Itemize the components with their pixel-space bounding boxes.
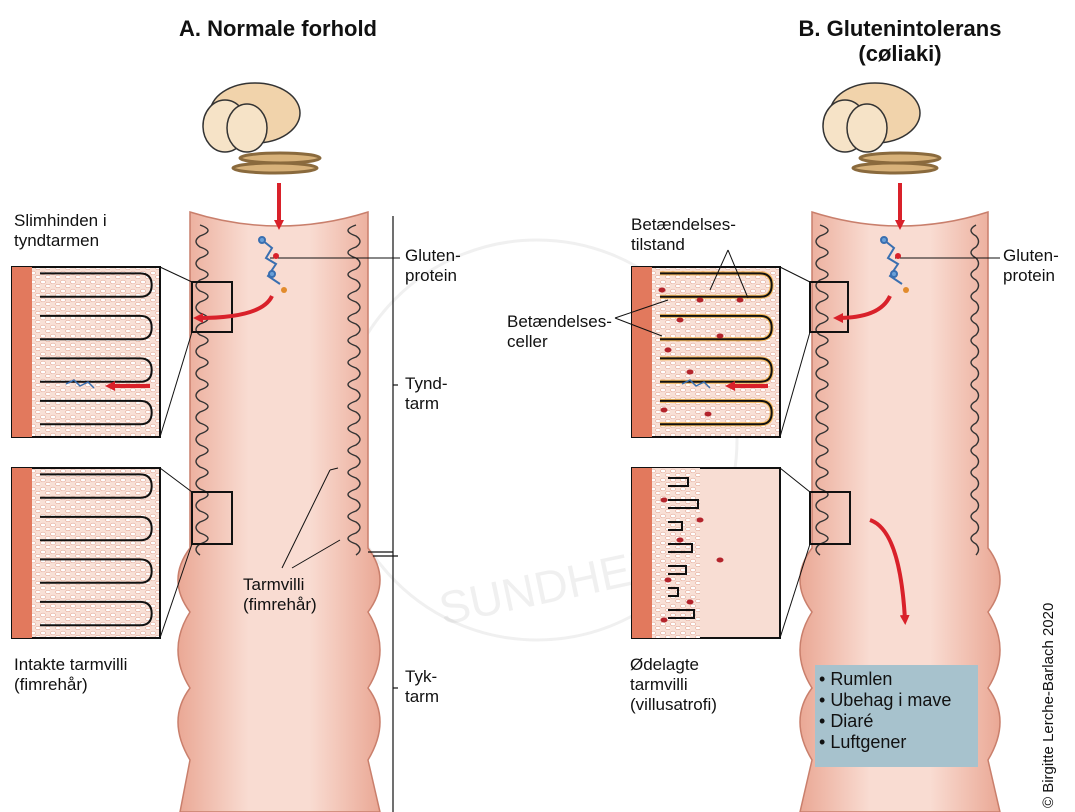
- panel-a-title: A. Normale forhold: [150, 16, 406, 41]
- label-large-intestine-line1: Tyk-: [405, 667, 439, 687]
- label-intact-villi-line1: Intakte tarmvilli: [14, 655, 127, 675]
- label-large-intestine: Tyk- tarm: [405, 667, 439, 707]
- label-inflammation-cells: Betændelses- celler: [507, 312, 612, 352]
- label-gluten-b: Gluten- protein: [1003, 246, 1059, 286]
- label-damaged-villi: Ødelagte tarmvilli (villusatrofi): [630, 655, 717, 715]
- label-damaged-villi-line1: Ødelagte: [630, 655, 717, 675]
- label-mucosa: Slimhinden i tyndtarmen: [14, 211, 107, 251]
- inflammation-cell: [697, 298, 704, 303]
- inflammation-cell: [665, 578, 672, 583]
- inset-upper-b: [632, 267, 780, 437]
- label-gluten-a-line1: Gluten-: [405, 246, 461, 266]
- label-mucosa-line1: Slimhinden i: [14, 211, 107, 231]
- symptom-item: Luftgener: [819, 732, 978, 753]
- inflammation-cell: [665, 348, 672, 353]
- label-damaged-villi-line3: (villusatrofi): [630, 695, 717, 715]
- symptoms-box: Rumlen Ubehag i mave Diaré Luftgener: [815, 665, 978, 767]
- inflammation-cell: [687, 370, 694, 375]
- label-inflammation-line2: tilstand: [631, 235, 736, 255]
- inflammation-cell: [661, 408, 668, 413]
- inflammation-cell: [659, 288, 666, 293]
- inset-upper-a: [12, 267, 160, 437]
- symptom-item: Rumlen: [819, 669, 978, 690]
- inflammation-cell: [717, 334, 724, 339]
- label-intact-villi-line2: (fimrehår): [14, 675, 127, 695]
- inflammation-cell: [687, 600, 694, 605]
- label-small-intestine-line1: Tynd-: [405, 374, 448, 394]
- label-inflammation-cells-line2: celler: [507, 332, 612, 352]
- bread-icon-a: [203, 83, 320, 173]
- label-large-intestine-line2: tarm: [405, 687, 439, 707]
- label-small-intestine-line2: tarm: [405, 394, 448, 414]
- panel-b-title: B. Glutenintolerans (cøliaki): [760, 16, 1040, 66]
- label-villi: Tarmvilli (fimrehår): [243, 575, 317, 615]
- label-villi-line1: Tarmvilli: [243, 575, 317, 595]
- intestine-a: [178, 212, 380, 812]
- inflammation-cell: [661, 618, 668, 623]
- inflammation-cell: [717, 558, 724, 563]
- inflammation-cell: [677, 318, 684, 323]
- label-villi-line2: (fimrehår): [243, 595, 317, 615]
- label-damaged-villi-line2: tarmvilli: [630, 675, 717, 695]
- inset-lower-b: [632, 468, 780, 638]
- label-gluten-b-line1: Gluten-: [1003, 246, 1059, 266]
- symptoms-list: Rumlen Ubehag i mave Diaré Luftgener: [815, 665, 978, 753]
- label-gluten-a-line2: protein: [405, 266, 461, 286]
- label-small-intestine: Tynd- tarm: [405, 374, 448, 414]
- label-inflammation: Betændelses- tilstand: [631, 215, 736, 255]
- inflammation-cell: [697, 518, 704, 523]
- panel-b-title-line2: (cøliaki): [760, 41, 1040, 66]
- label-inflammation-line1: Betændelses-: [631, 215, 736, 235]
- inset-lower-a: [12, 468, 160, 638]
- inflammation-cell: [661, 498, 668, 503]
- inflammation-cell: [677, 538, 684, 543]
- label-inflammation-cells-line1: Betændelses-: [507, 312, 612, 332]
- label-mucosa-line2: tyndtarmen: [14, 231, 107, 251]
- label-gluten-b-line2: protein: [1003, 266, 1059, 286]
- bread-icon-b: [823, 83, 940, 173]
- label-intact-villi: Intakte tarmvilli (fimrehår): [14, 655, 127, 695]
- copyright: © Birgitte Lerche-Barlach 2020: [1040, 603, 1057, 808]
- panel-b-title-line1: B. Glutenintolerans: [760, 16, 1040, 41]
- label-gluten-a: Gluten- protein: [405, 246, 461, 286]
- symptom-item: Diaré: [819, 711, 978, 732]
- inflammation-cell: [737, 298, 744, 303]
- inflammation-cell: [705, 412, 712, 417]
- symptom-item: Ubehag i mave: [819, 690, 978, 711]
